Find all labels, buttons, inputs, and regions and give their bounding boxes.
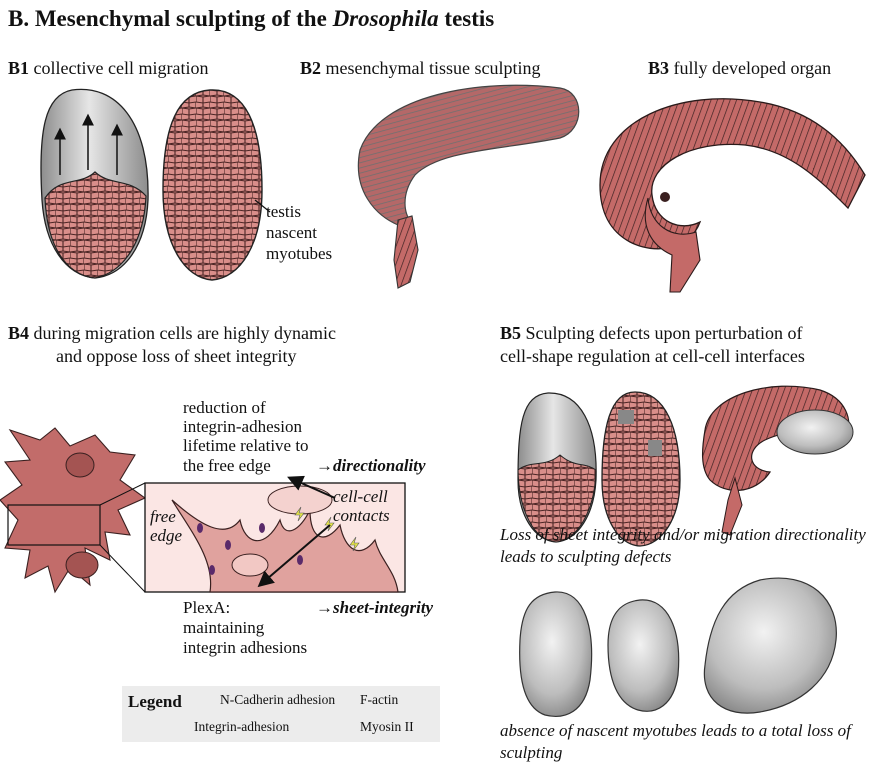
b5-caption-defects: Loss of sheet integrity and/or migration…	[500, 525, 866, 566]
b5-defect-testis-1	[517, 392, 597, 543]
b1-testis-migrating	[40, 88, 149, 279]
panel-b4-label-line2: and oppose loss of sheet integrity	[56, 346, 297, 366]
b4-free-edge-line2: edge	[150, 526, 183, 545]
b4-free-edge-line1: free	[150, 507, 176, 526]
b4-sheet-integrity: →sheet-integrity	[316, 598, 434, 617]
b4-reduction-line2: integrin-adhesion	[183, 417, 302, 436]
b1-annotation-myotubes: myotubes	[266, 244, 333, 263]
b4-plexa-line1: PlexA:	[183, 598, 231, 617]
legend-title: Legend	[128, 692, 182, 711]
b3-developed-organ	[599, 98, 866, 293]
b4-reduction-line1: reduction of	[183, 398, 266, 417]
b4-directionality: →directionality	[316, 456, 426, 475]
b5-defect-testis-2	[601, 391, 681, 547]
b5-defect-organ	[702, 385, 854, 536]
b4-cell-contacts-line2: contacts	[333, 506, 390, 525]
b4-reduction-line3: lifetime relative to	[183, 436, 309, 455]
b2-sculpting-testis	[357, 84, 580, 289]
b5-unsculpted-testis-1	[519, 591, 593, 717]
panel-b3-label: B3 fully developed organ	[648, 58, 832, 78]
panel-b1-label: B1 collective cell migration	[8, 58, 209, 78]
legend-factin-label: F-actin	[360, 692, 399, 707]
b4-cells-overview	[0, 427, 147, 594]
legend-myosin-label: Myosin II	[360, 719, 414, 734]
b5-unsculpted-organ	[703, 577, 837, 714]
panel-b5-label-line2: cell-shape regulation at cell-cell inter…	[500, 346, 805, 366]
legend-integrin-label: Integrin-adhesion	[194, 719, 290, 734]
panel-b4-label: B4 during migration cells are highly dyn…	[8, 323, 336, 343]
b1-testis-covered	[162, 89, 271, 281]
b4-arrows	[257, 475, 336, 588]
b4-cell-contacts-line1: cell-cell	[333, 487, 388, 506]
legend-box: Legend N-Cadherin adhesion F-actin Integ…	[122, 686, 440, 742]
b1-annotation-testis: testis	[266, 202, 301, 221]
b4-zoom-box	[99, 482, 406, 593]
b1-annotation-nascent: nascent	[266, 223, 317, 242]
b5-unsculpted-testis-2	[607, 599, 680, 712]
panel-b2-label: B2 mesenchymal tissue sculpting	[300, 58, 541, 78]
b4-plexa-line3: integrin adhesions	[183, 638, 308, 657]
b4-integrin-adhesion-marks	[197, 523, 303, 575]
legend-ncadherin-label: N-Cadherin adhesion	[220, 692, 336, 707]
b5-caption-no-sculpting: absence of nascent myotubes leads to a t…	[500, 721, 851, 762]
b4-reduction-line4: the free edge	[183, 456, 271, 475]
figure-title: B. Mesenchymal sculpting of the Drosophi…	[8, 6, 495, 31]
panel-b5-label: B5 Sculpting defects upon perturbation o…	[500, 323, 803, 343]
b4-plexa-line2: maintaining	[183, 618, 265, 637]
